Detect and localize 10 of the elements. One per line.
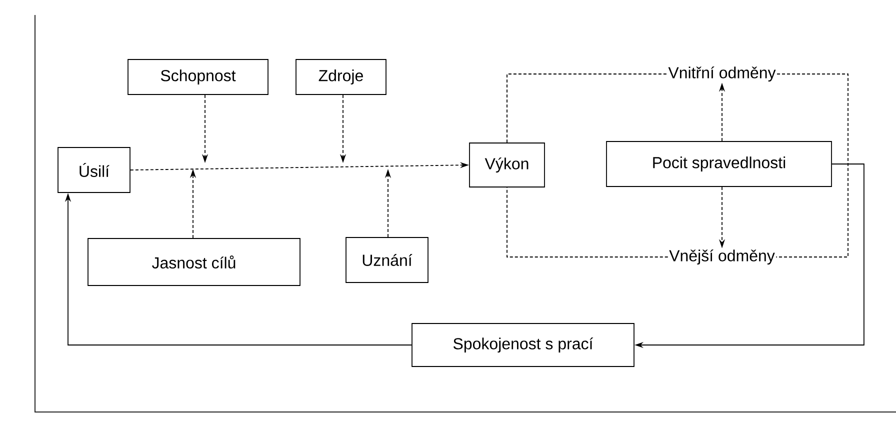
- process-box: Spokojenost s prací: [412, 323, 634, 367]
- process-box: Jasnost cílů: [88, 238, 300, 286]
- process-box: Úsilí: [58, 147, 130, 193]
- process-box: Uznání: [346, 237, 428, 283]
- process-box: Schopnost: [128, 59, 268, 95]
- process-box: Zdroje: [296, 59, 386, 95]
- process-box: Pocit spravedlnosti: [606, 141, 832, 187]
- text-label: Vnitřní odměny: [668, 66, 776, 82]
- process-box: Výkon: [469, 142, 545, 188]
- text-label: Vnější odměny: [669, 249, 775, 265]
